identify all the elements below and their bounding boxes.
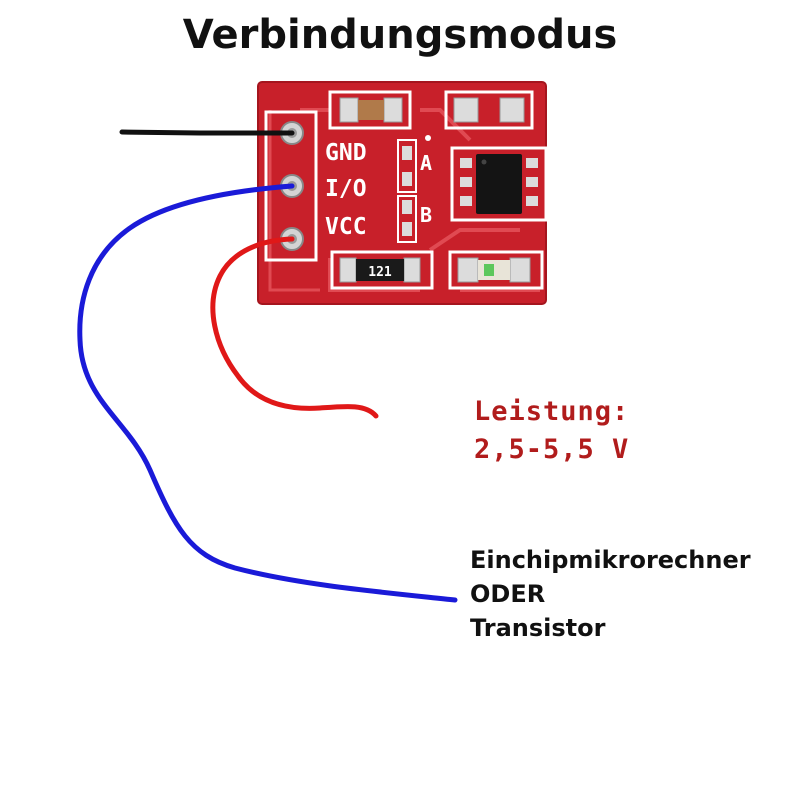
- top-pads: [444, 90, 534, 130]
- power-label-line1: Leistung:: [474, 396, 630, 427]
- jumper-label-a: A: [420, 151, 432, 175]
- target-label: Einchipmikrorechner ODER Transistor: [470, 543, 751, 645]
- bottom-led: [448, 250, 544, 290]
- page-title: Verbindungsmodus: [182, 12, 618, 58]
- power-label: Leistung: 2,5-5,5 V: [474, 393, 629, 469]
- ic-chip: [450, 146, 548, 222]
- resistor-code-label: 121: [368, 265, 392, 280]
- gnd-wire: [119, 129, 295, 136]
- top-capacitor: [328, 90, 412, 130]
- vcc-wire: [210, 236, 379, 419]
- pin-label-io: I/O: [325, 176, 367, 202]
- target-label-line3: Transistor: [470, 614, 606, 642]
- bottom-resistor: 121: [330, 250, 434, 290]
- pin-label-gnd: GND: [325, 140, 367, 166]
- target-label-line2: ODER: [470, 580, 546, 608]
- pcb-board: 121 GND I/O VCC A B: [257, 81, 548, 305]
- io-wire: [77, 183, 458, 603]
- pin-label-vcc: VCC: [325, 214, 367, 240]
- power-label-line2: 2,5-5,5 V: [474, 434, 630, 465]
- target-label-line1: Einchipmikrorechner: [470, 546, 751, 574]
- jumper-label-b: B: [420, 203, 432, 227]
- jumper-pads: [397, 139, 417, 243]
